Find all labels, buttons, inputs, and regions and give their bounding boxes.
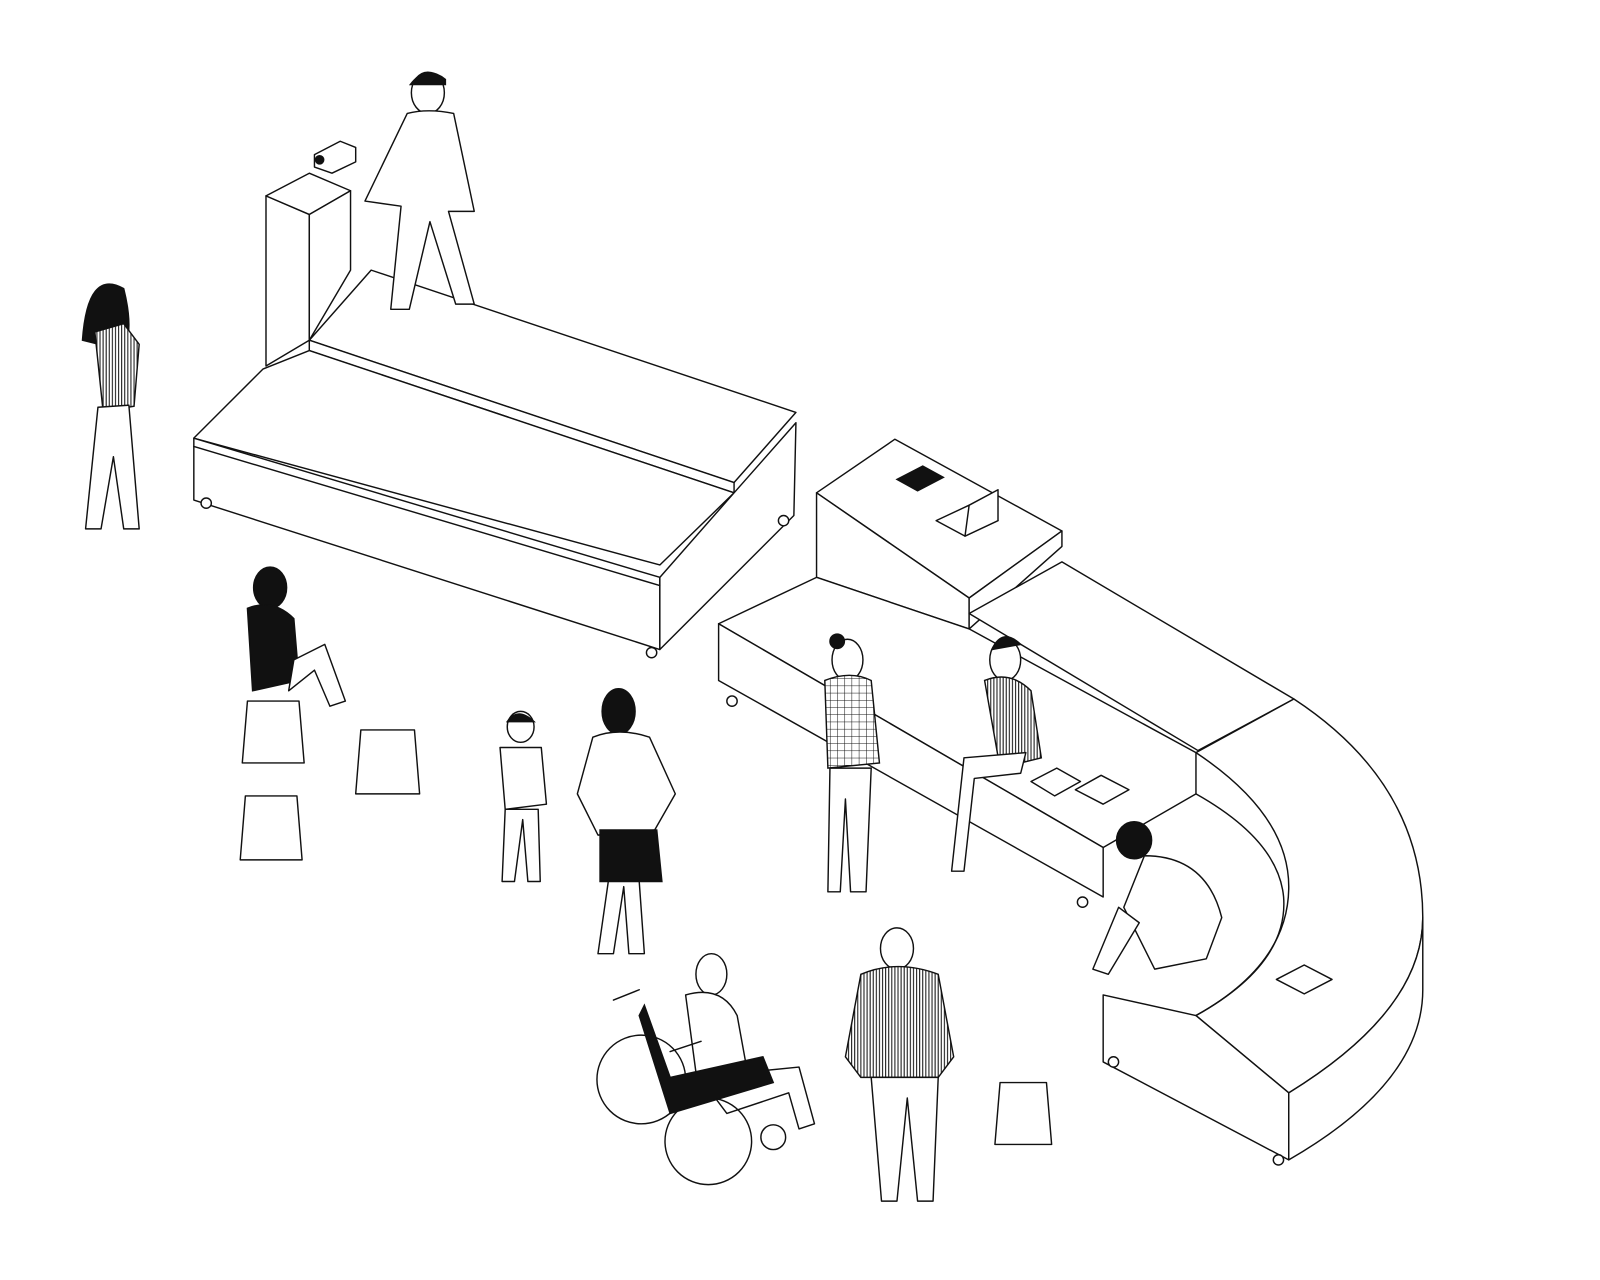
seating-unit-left [193, 140, 797, 659]
people [81, 71, 1223, 1202]
lower-step-top [193, 349, 735, 566]
stool [354, 729, 421, 795]
seating-unit-right [717, 438, 1424, 1166]
person-seated-man [950, 636, 1043, 872]
caster-wheel [777, 514, 790, 527]
tall-column-side [308, 190, 352, 341]
person-seated-curve [1092, 820, 1223, 976]
person-woman-longhair [81, 283, 140, 530]
inner-seat-curve [1195, 793, 1285, 1017]
person-man-standing [844, 927, 955, 1202]
speaker-box [313, 140, 357, 174]
person-woman-skirt [576, 687, 677, 955]
curved-outer-face [1288, 916, 1424, 1161]
book [1074, 774, 1130, 805]
book-stack [1275, 964, 1333, 995]
book [1030, 767, 1082, 797]
stools [239, 700, 1053, 1146]
stool [241, 700, 305, 764]
caster-wheel [645, 646, 658, 659]
wheelchair [596, 989, 787, 1186]
person-woman-checkered [824, 633, 881, 893]
stool [994, 1081, 1053, 1146]
speaker-dot [314, 154, 325, 165]
tall-column-front [265, 195, 311, 367]
stool [239, 795, 303, 861]
person-child [499, 710, 548, 883]
caster-wheel [200, 497, 213, 510]
person-seated-dark [246, 566, 347, 707]
book-dark [895, 465, 945, 492]
person-man-cap [364, 71, 475, 311]
side-face [659, 421, 797, 651]
laptop-icon [935, 489, 999, 537]
